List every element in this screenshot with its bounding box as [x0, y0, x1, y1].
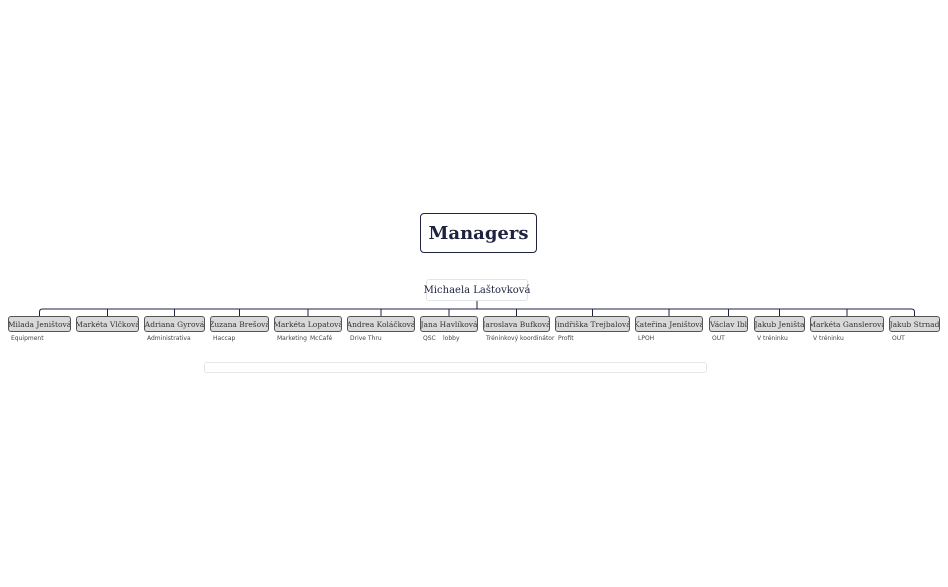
member-tag: Haccap	[213, 335, 236, 342]
empty-input-bar[interactable]	[204, 362, 707, 373]
member-tag: Profit	[558, 335, 574, 342]
member-tag: Marketing	[277, 335, 307, 342]
member-tag: OUT	[712, 335, 725, 342]
member-node[interactable]: Kateřina Jeništová	[635, 316, 703, 332]
member-connector	[39, 308, 477, 316]
member-node[interactable]: Markéta Vlčková	[76, 316, 139, 332]
member-node[interactable]: Markéta Lopatová	[274, 316, 342, 332]
member-node[interactable]: Adriana Gyrová	[144, 316, 205, 332]
member-node[interactable]: Zuzana Brešová	[210, 316, 269, 332]
member-tag: Administrativa	[147, 335, 191, 342]
member-node[interactable]: Markéta Ganslerová	[810, 316, 884, 332]
chart-title[interactable]: Managers	[420, 213, 537, 253]
member-tag: lobby	[443, 335, 460, 342]
member-node[interactable]: Jindřiška Trejbalová	[555, 316, 630, 332]
member-tag: Equipment	[11, 335, 44, 342]
member-tag: QSC	[423, 335, 436, 342]
member-node[interactable]: Jaroslava Bufková	[483, 316, 550, 332]
member-tag: Drive Thru	[350, 335, 382, 342]
member-node[interactable]: Václav Ibl	[709, 316, 748, 332]
member-tag: V tréninku	[813, 335, 844, 342]
member-connector	[477, 308, 915, 316]
root-node[interactable]: Michaela Laštovková	[424, 279, 530, 301]
member-tag: Tréninkový koordinátor	[486, 335, 555, 342]
member-node[interactable]: Jakub Jeništa	[754, 316, 805, 332]
member-node[interactable]: Jakub Strnad	[889, 316, 940, 332]
member-node[interactable]: Andrea Koláčková	[347, 316, 415, 332]
member-tag: V tréninku	[757, 335, 788, 342]
member-tag: LPOH	[638, 335, 655, 342]
member-node[interactable]: Jana Havlíková	[420, 316, 478, 332]
member-tag: McCafé	[310, 335, 333, 342]
member-node[interactable]: Milada Jeništová	[8, 316, 71, 332]
member-tag: OUT	[892, 335, 905, 342]
